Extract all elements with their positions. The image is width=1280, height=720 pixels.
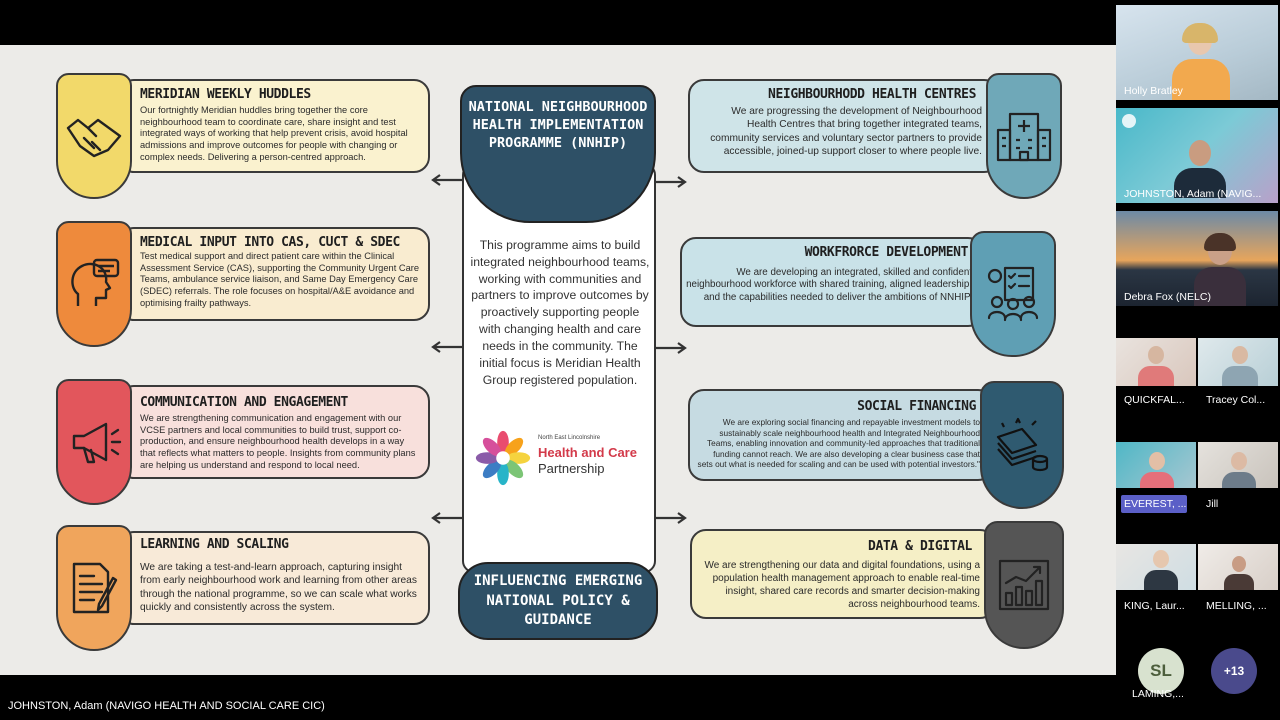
- panel-body: Our fortnightly Meridian huddles bring t…: [140, 105, 408, 162]
- participant-video: [1144, 550, 1178, 590]
- panel-title: SOCIAL FINANCING: [857, 399, 976, 414]
- participant-video: [1224, 556, 1254, 590]
- shield-data-digital: [984, 521, 1064, 649]
- presenter-bar: JOHNSTON, Adam (NAVIGO HEALTH AND SOCIAL…: [0, 696, 1116, 720]
- avatar[interactable]: SL: [1138, 648, 1184, 694]
- participant-tile[interactable]: Debra Fox (NELC): [1116, 211, 1278, 306]
- participant-video: [1222, 346, 1258, 386]
- panel-data-digital: DATA & DIGITAL We are strengthening our …: [690, 529, 996, 619]
- bar-chart-icon: [998, 559, 1050, 611]
- participant-name: Debra Fox (NELC): [1124, 291, 1211, 303]
- panel-body: We are strengthening our data and digita…: [704, 560, 980, 610]
- panel-title: LEARNING AND SCALING: [140, 537, 289, 552]
- influence-banner: INFLUENCING EMERGING NATIONAL POLICY & G…: [458, 562, 658, 640]
- participant-tile[interactable]: Holly Bratley: [1116, 5, 1278, 100]
- participant-tile[interactable]: [1116, 442, 1196, 488]
- participant-video: [1138, 346, 1174, 386]
- participant-name: EVEREST, ...: [1124, 498, 1187, 510]
- more-count: +13: [1223, 664, 1245, 678]
- shared-slide: MERIDIAN WEEKLY HUDDLES Our fortnightly …: [0, 45, 1116, 675]
- panel-learning: LEARNING AND SCALING We are taking a tes…: [118, 531, 430, 625]
- shield-workforce: [970, 231, 1056, 357]
- panel-title: MEDICAL INPUT INTO CAS, CUCT & SDEC: [140, 235, 400, 250]
- more-participants-button[interactable]: +13: [1211, 648, 1257, 694]
- partner-name: Health and Care: [538, 445, 637, 460]
- panel-body: We are developing an integrated, skilled…: [686, 267, 972, 303]
- panel-title: DATA & DIGITAL: [868, 539, 972, 554]
- money-stack-icon: [996, 417, 1049, 472]
- head-speech-icon: [71, 258, 120, 306]
- arrow-right-icon: [656, 512, 687, 524]
- panel-health-centres: NEIGHBOURHODD HEALTH CENTRES We are prog…: [688, 79, 1000, 173]
- participant-name: Holly Bratley: [1124, 85, 1183, 97]
- panel-social-financing: SOCIAL FINANCING We are exploring social…: [688, 389, 994, 481]
- participant-video: [1172, 136, 1228, 198]
- hospital-building-icon: [996, 112, 1052, 162]
- participant-name: LAMING,...: [1132, 688, 1184, 700]
- panel-body: Test medical support and direct patient …: [140, 251, 420, 308]
- panel-title: MERIDIAN WEEKLY HUDDLES: [140, 87, 311, 102]
- panel-body: We are exploring social financing and re…: [697, 417, 980, 470]
- panel-body: We are progressing the development of Ne…: [710, 106, 982, 157]
- avatar-initials: SL: [1150, 661, 1172, 680]
- shield-learning: [56, 525, 132, 651]
- shield-health-centres: [986, 73, 1062, 199]
- participant-video: [1192, 233, 1248, 306]
- partner-suffix: Partnership: [538, 461, 605, 476]
- participant-tile[interactable]: [1116, 544, 1196, 590]
- participant-video: [1222, 452, 1256, 488]
- shield-social-financing: [980, 381, 1064, 509]
- partnership-logo: North East Lincolnshire Health and Care …: [472, 427, 652, 491]
- participant-name-badge: [1121, 495, 1187, 513]
- participant-name: QUICKFAL...: [1124, 394, 1185, 406]
- participant-tile[interactable]: [1198, 544, 1278, 590]
- participant-tile[interactable]: [1198, 442, 1278, 488]
- flower-logo-icon: [475, 430, 531, 486]
- arrow-right-icon: [656, 176, 687, 188]
- participant-name: MELLING, ...: [1206, 600, 1267, 612]
- document-pen-icon: [72, 562, 118, 614]
- participant-name: Tracey Col...: [1206, 394, 1266, 406]
- participant-name: Jill: [1206, 498, 1219, 510]
- panel-meridian-huddles: MERIDIAN WEEKLY HUDDLES Our fortnightly …: [118, 79, 430, 173]
- participant-tile[interactable]: [1198, 338, 1278, 386]
- participant-name: JOHNSTON, Adam (NAVIG...: [1124, 188, 1262, 200]
- panel-title: WORKFRORCE DEVELOPMENT: [804, 245, 969, 260]
- shield-communication: [56, 379, 132, 505]
- arrow-right-icon: [656, 342, 687, 354]
- panel-workforce: WORKFRORCE DEVELOPMENT We are developing…: [680, 237, 984, 327]
- participant-video: [1172, 23, 1230, 100]
- center-title: NATIONAL NEIGHBOURHOOD HEALTH IMPLEMENTA…: [460, 85, 656, 223]
- panel-title: COMMUNICATION AND ENGAGEMENT: [140, 395, 348, 410]
- panel-body: We are taking a test-and-learn approach,…: [140, 562, 417, 613]
- handshake-icon: [66, 118, 122, 158]
- shield-meridian: [56, 73, 132, 199]
- team-checklist-icon: [987, 266, 1039, 322]
- megaphone-icon: [72, 422, 122, 464]
- panel-body: We are strengthening communication and e…: [140, 413, 416, 470]
- participant-video: [1140, 452, 1174, 488]
- partner-region: North East Lincolnshire: [538, 435, 601, 441]
- participant-tile[interactable]: JOHNSTON, Adam (NAVIG...: [1116, 108, 1278, 203]
- arrow-left-icon: [431, 512, 462, 524]
- panel-medical-input: MEDICAL INPUT INTO CAS, CUCT & SDEC Test…: [118, 227, 430, 321]
- panel-title: NEIGHBOURHODD HEALTH CENTRES: [768, 87, 976, 102]
- arrow-left-icon: [431, 341, 462, 353]
- presenter-name: JOHNSTON, Adam (NAVIGO HEALTH AND SOCIAL…: [8, 700, 325, 712]
- panel-communication: COMMUNICATION AND ENGAGEMENT We are stre…: [118, 385, 430, 479]
- center-description: This programme aims to build integrated …: [470, 238, 650, 387]
- participant-name: KING, Laur...: [1124, 600, 1185, 612]
- arrow-left-icon: [431, 174, 462, 186]
- shield-medical: [56, 221, 132, 347]
- participant-tile[interactable]: [1116, 338, 1196, 386]
